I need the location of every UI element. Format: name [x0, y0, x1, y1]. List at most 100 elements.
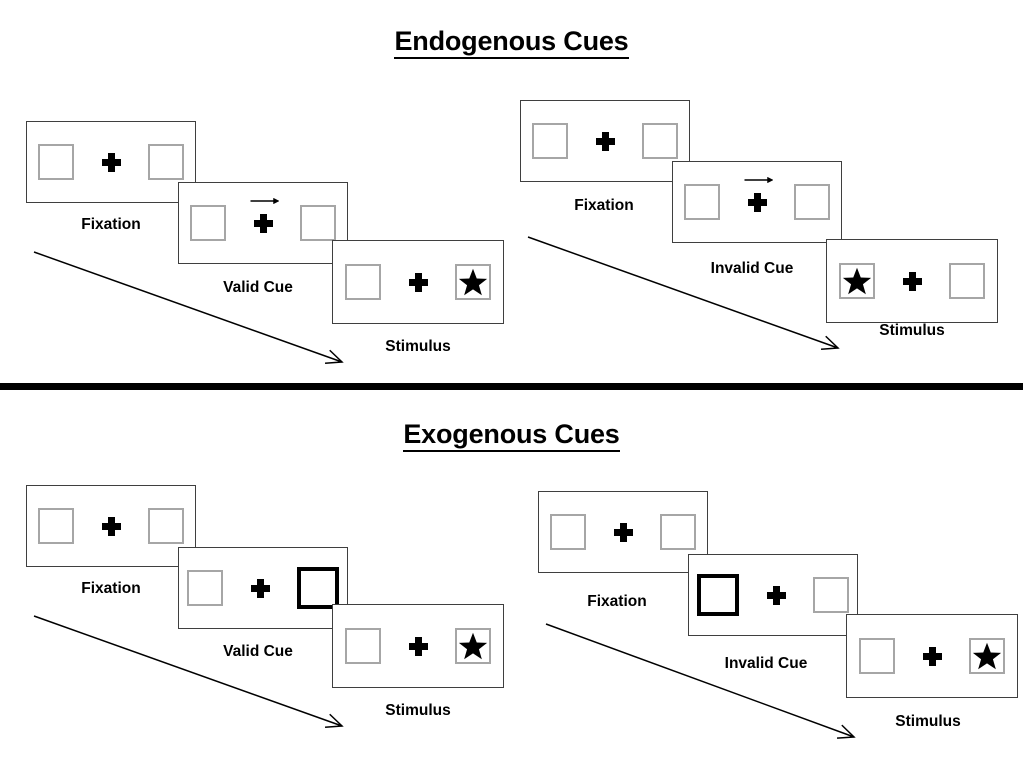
exogenous-valid-label-valid-cue: Valid Cue [223, 643, 293, 660]
fixation-cross-icon [765, 584, 787, 606]
placeholder-box-left [187, 570, 223, 606]
endogenous-invalid-panel-fixation [520, 100, 690, 182]
trial-stage [684, 176, 830, 220]
trial-frame-inner [179, 183, 347, 263]
trial-frame-inner [333, 605, 503, 687]
endogenous-invalid-label-fixation: Fixation [574, 197, 634, 214]
cue-arrow-right-icon [744, 176, 774, 184]
endogenous-valid-panel-fixation [26, 121, 196, 203]
fixation-cross-vertical-bar [619, 522, 627, 542]
fixation-cross-vertical-bar [928, 646, 936, 666]
fixation-cross-vertical-bar [601, 131, 609, 151]
trial-stage [190, 197, 336, 241]
placeholder-box-left [684, 184, 720, 220]
endogenous-valid-panel-stimulus [332, 240, 504, 324]
exogenous-invalid-label-stimulus: Stimulus [895, 713, 961, 730]
placeholder-box-right [455, 264, 491, 300]
trial-frame-inner [539, 492, 707, 572]
fixation-cross-vertical-bar [753, 192, 761, 212]
placeholder-box-left [859, 638, 895, 674]
star-icon [458, 632, 488, 660]
placeholder-box-right [949, 263, 985, 299]
exogenous-invalid-label-fixation: Fixation [587, 593, 647, 610]
fixation-cross-icon [407, 271, 429, 293]
trial-frame-inner [521, 101, 689, 181]
cue-arrow-right-icon [250, 197, 280, 205]
trial-stage [839, 263, 985, 299]
fixation-cross-icon [594, 130, 616, 152]
placeholder-box-left [839, 263, 875, 299]
trial-frame-inner [27, 122, 195, 202]
trial-frame-inner [673, 162, 841, 242]
endogenous-invalid-label-invalid-cue: Invalid Cue [710, 260, 794, 277]
trial-frame-inner [27, 486, 195, 566]
section-divider [0, 383, 1023, 390]
placeholder-box-left [38, 144, 74, 180]
fixation-cross-icon [921, 645, 943, 667]
star-icon [842, 267, 872, 295]
fixation-cross-vertical-bar [107, 152, 115, 172]
star-icon [458, 268, 488, 296]
exogenous-valid-panel-fixation [26, 485, 196, 567]
trial-frame-inner [827, 240, 997, 322]
trial-stage [697, 574, 849, 616]
placeholder-box-right [794, 184, 830, 220]
trial-stage [532, 123, 678, 159]
endogenous-invalid-time-arrow [527, 236, 840, 351]
fixation-cross-icon [744, 176, 774, 213]
exogenous-valid-label-stimulus: Stimulus [385, 702, 451, 719]
placeholder-box-left [532, 123, 568, 159]
exogenous-invalid-label-invalid-cue: Invalid Cue [724, 655, 808, 672]
trial-stage [345, 628, 491, 664]
fixation-cross-vertical-bar [259, 213, 267, 233]
fixation-cross-icon [249, 577, 271, 599]
placeholder-box-right [455, 628, 491, 664]
fixation-cross-vertical-bar [256, 578, 264, 598]
exogenous-invalid-panel-stimulus [846, 614, 1018, 698]
fixation-cross-icon [407, 635, 429, 657]
endogenous-valid-label-valid-cue: Valid Cue [223, 279, 293, 296]
fixation-cross-vertical-bar [908, 271, 916, 291]
exogenous-valid-panel-stimulus [332, 604, 504, 688]
trial-stage [859, 638, 1005, 674]
fixation-cross-icon [100, 151, 122, 173]
endogenous-valid-label-fixation: Fixation [81, 216, 141, 233]
trial-frame-inner [179, 548, 347, 628]
fixation-cross-vertical-bar [107, 516, 115, 536]
placeholder-box-left [345, 264, 381, 300]
exogenous-invalid-panel-fixation [538, 491, 708, 573]
section-title-endogenous-text: Endogenous Cues [394, 26, 629, 59]
fixation-cross-icon [250, 197, 280, 234]
placeholder-box-right [969, 638, 1005, 674]
star-icon [972, 642, 1002, 670]
fixation-cross-vertical-bar [414, 636, 422, 656]
exogenous-valid-label-fixation: Fixation [81, 580, 141, 597]
fixation-cross-icon [901, 270, 923, 292]
cued-box-right [297, 567, 339, 609]
trial-stage [345, 264, 491, 300]
placeholder-box-left [550, 514, 586, 550]
endogenous-invalid-panel-stimulus [826, 239, 998, 323]
placeholder-box-left [190, 205, 226, 241]
placeholder-box-right [642, 123, 678, 159]
trial-stage [38, 144, 184, 180]
trial-frame-inner [333, 241, 503, 323]
section-title-endogenous: Endogenous Cues [0, 26, 1023, 59]
endogenous-valid-panel-valid-cue [178, 182, 348, 264]
endogenous-invalid-panel-invalid-cue [672, 161, 842, 243]
fixation-cross-icon [612, 521, 634, 543]
section-title-exogenous-text: Exogenous Cues [403, 419, 620, 452]
placeholder-box-left [345, 628, 381, 664]
fixation-cross-icon [100, 515, 122, 537]
cued-box-left [697, 574, 739, 616]
exogenous-invalid-panel-invalid-cue [688, 554, 858, 636]
endogenous-valid-label-stimulus: Stimulus [385, 338, 451, 355]
placeholder-box-right [148, 144, 184, 180]
placeholder-box-right [300, 205, 336, 241]
placeholder-box-right [813, 577, 849, 613]
placeholder-box-right [660, 514, 696, 550]
trial-stage [187, 567, 339, 609]
fixation-cross-vertical-bar [772, 585, 780, 605]
fixation-cross-vertical-bar [414, 272, 422, 292]
section-title-exogenous: Exogenous Cues [0, 419, 1023, 452]
